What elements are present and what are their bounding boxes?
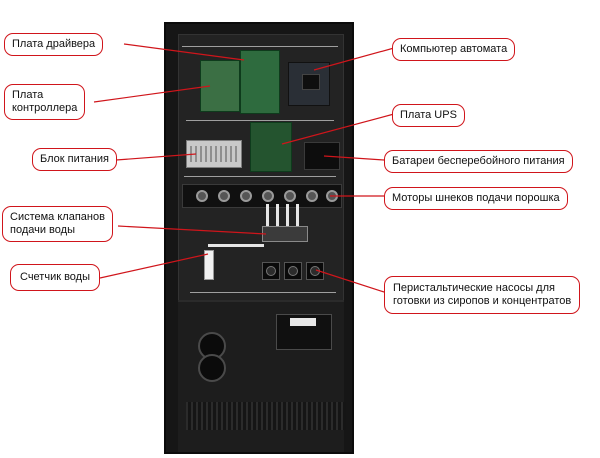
auger-motor	[284, 190, 296, 202]
callout-driver-board-text: Плата драйвера	[12, 38, 96, 50]
callout-valve-system-line2: подачи воды	[10, 224, 75, 236]
auger-motor	[306, 190, 318, 202]
callout-water-meter-text: Счетчик воды	[20, 271, 91, 283]
callout-power-supply-text: Блок питания	[40, 153, 109, 165]
callout-controller-board-line2: контроллера	[12, 102, 78, 114]
ups-battery-pack	[304, 142, 340, 170]
auger-motor	[262, 190, 274, 202]
callout-power-supply: Блок питания	[32, 148, 117, 171]
water-tube	[296, 204, 299, 226]
wire-bundle	[182, 46, 338, 47]
callout-controller-board-line1: Плата	[12, 89, 44, 101]
driver-board-pcb	[240, 50, 280, 114]
auger-motor	[326, 190, 338, 202]
ups-board-pcb	[250, 122, 292, 172]
pump-rotor	[266, 266, 276, 276]
callout-auger-motors: Моторы шнеков подачи порошка	[384, 187, 568, 210]
dispensing-outlet	[276, 314, 332, 350]
cpu-chip	[302, 74, 320, 90]
callout-ups-batteries-text: Батареи бесперебойного питания	[392, 155, 565, 167]
water-tube	[208, 244, 264, 247]
outlet-sticker	[290, 318, 316, 326]
auger-motor	[218, 190, 230, 202]
controller-board-pcb	[200, 60, 240, 112]
ventilation-grille	[186, 402, 346, 430]
pump-rotor	[288, 266, 298, 276]
callout-peristaltic-pumps-line1: Перистальтические насосы для	[393, 282, 555, 294]
callout-ups-batteries: Батареи бесперебойного питания	[384, 150, 573, 173]
wire-bundle	[184, 176, 336, 177]
callout-peristaltic-pumps-line2: готовки из сиропов и концентратов	[393, 295, 572, 307]
water-tube	[286, 204, 289, 226]
callout-vending-computer-text: Компьютер автомата	[400, 43, 508, 55]
callout-ups-board: Плата UPS	[392, 104, 465, 127]
wire-bundle	[186, 120, 334, 121]
pump-rotor	[310, 266, 320, 276]
wire-bundle	[190, 292, 336, 293]
callout-driver-board: Плата драйвера	[4, 33, 104, 56]
callout-peristaltic-pumps: Перистальтические насосы для готовки из …	[384, 276, 581, 314]
callout-water-meter: Счетчик воды	[10, 264, 101, 291]
callout-vending-computer: Компьютер автомата	[392, 38, 516, 61]
callout-ups-board-text: Плата UPS	[400, 109, 457, 121]
cooling-fan	[198, 354, 226, 382]
water-meter-device	[204, 250, 214, 280]
auger-motor	[196, 190, 208, 202]
water-valve-manifold	[262, 226, 308, 242]
callout-valve-system-line1: Система клапанов	[10, 211, 105, 223]
power-supply-vents	[190, 146, 238, 162]
water-tube	[276, 204, 279, 226]
auger-motor	[240, 190, 252, 202]
callout-valve-system: Система клапанов подачи воды	[2, 206, 113, 242]
water-tube	[266, 204, 269, 226]
callout-auger-motors-text: Моторы шнеков подачи порошка	[392, 192, 560, 204]
callout-controller-board: Плата контроллера	[4, 84, 86, 120]
